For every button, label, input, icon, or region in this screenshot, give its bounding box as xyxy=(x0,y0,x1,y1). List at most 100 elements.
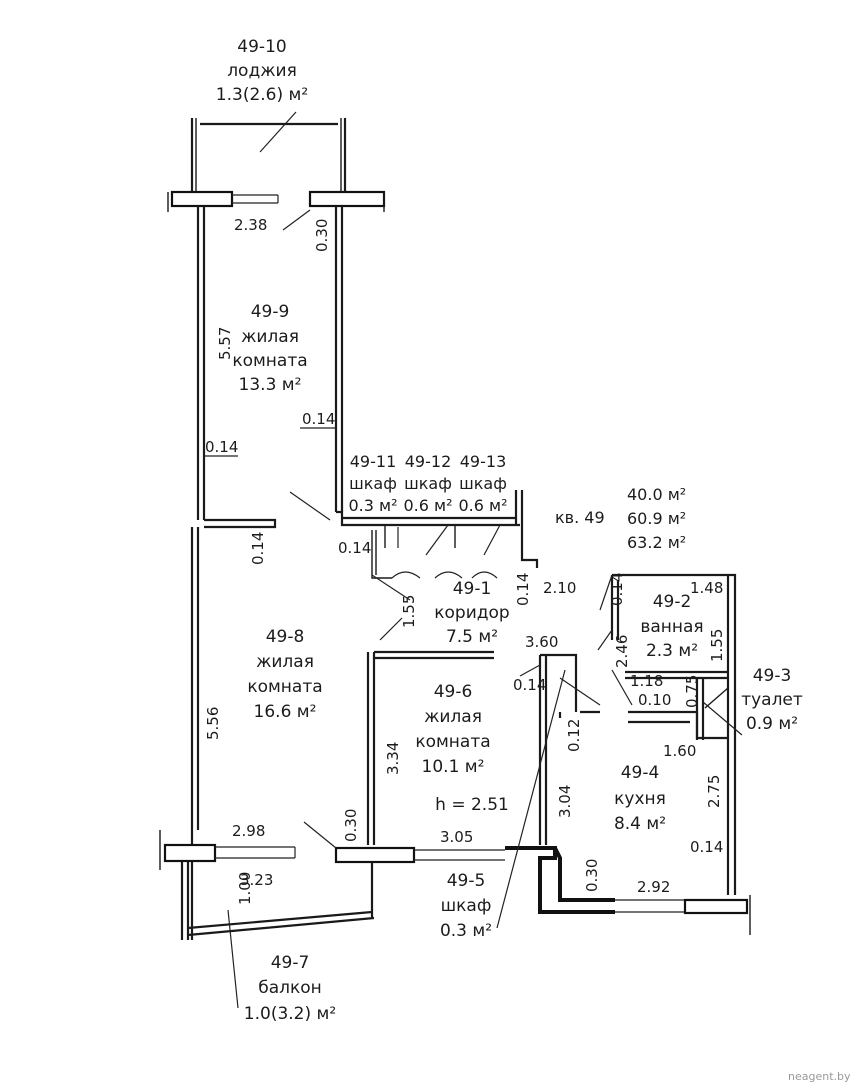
dim-3-04: 3.04 xyxy=(556,785,574,818)
leader-bath xyxy=(597,629,613,651)
dim-0-14-d: 0.14 xyxy=(338,539,371,557)
wardrobe-dividers xyxy=(384,525,456,548)
room-49-9-name-2: комната xyxy=(232,351,307,371)
room-49-8-name-2: комната xyxy=(247,677,322,697)
window-room-8 xyxy=(215,846,296,859)
room-49-4-id: 49-4 xyxy=(621,763,660,783)
dim-0-14-b: 0.14 xyxy=(205,438,238,456)
dim-2-38: 2.38 xyxy=(234,216,267,234)
dim-0-75: 0.75 xyxy=(683,675,701,708)
room-49-4: 49-4 кухня 8.4 м² xyxy=(614,763,666,834)
leader-014f xyxy=(599,574,613,611)
room-49-7-area: 1.0(3.2) м² xyxy=(244,1004,336,1024)
dim-1-55-b: 1.55 xyxy=(708,629,726,662)
leader-door-kitchen xyxy=(559,677,601,706)
room-49-7: 49-7 балкон 1.0(3.2) м² xyxy=(244,953,336,1024)
dim-0-14-f: 0.14 xyxy=(608,573,626,606)
ceiling-height: h = 2.51 xyxy=(435,795,509,815)
leader-loggia xyxy=(259,111,297,153)
room-49-9-name-1: жилая xyxy=(241,327,299,347)
room-49-2: 49-2 ванная 2.3 м² xyxy=(640,592,703,661)
wall-bath-outer xyxy=(612,573,737,895)
room-49-12-name: шкаф xyxy=(404,474,452,493)
toilet-door xyxy=(704,687,729,709)
room-49-1-id: 49-1 xyxy=(453,579,492,599)
room-49-3-id: 49-3 xyxy=(753,666,792,686)
room-49-3: 49-3 туалет 0.9 м² xyxy=(741,666,803,734)
room-49-9: 49-9 жилая комната 13.3 м² xyxy=(232,302,307,395)
dim-2-10: 2.10 xyxy=(543,579,576,597)
room-49-8-id: 49-8 xyxy=(266,627,305,647)
wall-kitchen-bay xyxy=(505,846,615,914)
room-49-13-id: 49-13 xyxy=(460,452,507,471)
room-49-8-name-1: жилая xyxy=(256,652,314,672)
room-49-7-id: 49-7 xyxy=(271,953,310,973)
room-49-7-name: балкон xyxy=(258,978,322,998)
leader-014g xyxy=(519,664,541,677)
dim-2-46: 2.46 xyxy=(613,635,631,668)
leader-wardrobes xyxy=(397,524,501,556)
dim-1-60: 1.60 xyxy=(663,742,696,760)
dim-0-14-g: 0.14 xyxy=(513,676,546,694)
wall-bath-left xyxy=(610,575,620,640)
dim-0-12: 0.12 xyxy=(565,719,583,752)
dim-2-75: 2.75 xyxy=(705,775,723,808)
room-49-5-name: шкаф xyxy=(441,896,492,916)
room-49-1-name: коридор xyxy=(434,603,509,623)
room-49-11-name: шкаф xyxy=(349,474,397,493)
leader-030b xyxy=(303,821,337,849)
room-49-2-area: 2.3 м² xyxy=(646,641,698,661)
wall-right-9 xyxy=(334,206,344,512)
dim-2-92: 2.92 xyxy=(637,878,670,896)
window-loggia xyxy=(232,194,279,204)
loggia-inner xyxy=(195,118,342,195)
room-49-10-area: 1.3(2.6) м² xyxy=(216,85,308,105)
wall-6-4 xyxy=(538,653,600,845)
window-kitchen xyxy=(615,899,685,913)
room-49-6: 49-6 жилая комната 10.1 м² xyxy=(415,682,490,777)
dim-0-14-c: 0.14 xyxy=(249,532,267,565)
room-49-10: 49-10 лоджия 1.3(2.6) м² xyxy=(216,37,308,105)
room-49-8: 49-8 жилая комната 16.6 м² xyxy=(247,627,322,722)
dim-0-14-h: 0.14 xyxy=(690,838,723,856)
room-49-5: 49-5 шкаф 0.3 м² xyxy=(440,871,492,941)
dim-3-60: 3.60 xyxy=(525,633,558,651)
dim-3-23: 3.23 xyxy=(240,871,273,889)
room-49-1-area: 7.5 м² xyxy=(446,627,498,647)
room-49-13-area: 0.6 м² xyxy=(458,496,507,515)
balcony-left xyxy=(180,862,190,940)
wall-block-top-right xyxy=(308,190,386,208)
leader-corridor xyxy=(379,617,403,641)
walls xyxy=(159,118,751,940)
leader-lines xyxy=(204,111,743,1009)
room-49-10-id: 49-10 xyxy=(237,37,286,57)
wall-left-upper xyxy=(196,206,206,520)
room-49-6-area: 10.1 м² xyxy=(422,757,485,777)
corridor-left-wall xyxy=(371,530,392,579)
wall-left-lower xyxy=(190,527,200,940)
apartment-area-total: 60.9 м² xyxy=(627,509,686,528)
leader-wall xyxy=(289,491,331,521)
room-49-4-name: кухня xyxy=(614,789,666,809)
wall-toilet-bottom xyxy=(628,710,728,740)
room-49-12: 49-12 шкаф 0.6 м² xyxy=(403,452,452,515)
watermark: neagent.by xyxy=(788,1070,850,1083)
apartment-area-living: 40.0 м² xyxy=(627,485,686,504)
wall-block-bottom-left xyxy=(163,843,217,863)
wall-ends-bottom xyxy=(159,830,751,935)
room-49-6-name-2: комната xyxy=(415,732,490,752)
wall-block-bottom-mid xyxy=(334,846,416,864)
dim-2-98: 2.98 xyxy=(232,822,265,840)
room-49-9-id: 49-9 xyxy=(251,302,290,322)
dim-5-57: 5.57 xyxy=(216,327,234,360)
dim-3-34: 3.34 xyxy=(384,742,402,775)
room-49-3-area: 0.9 м² xyxy=(746,714,798,734)
room-49-8-area: 16.6 м² xyxy=(254,702,317,722)
wall-9-bottom-right xyxy=(336,510,520,527)
wardrobe-doors xyxy=(391,571,498,579)
dim-1-18: 1.18 xyxy=(630,672,663,690)
leader-balcony xyxy=(227,909,239,1009)
room-49-11: 49-11 шкаф 0.3 м² xyxy=(348,452,397,515)
